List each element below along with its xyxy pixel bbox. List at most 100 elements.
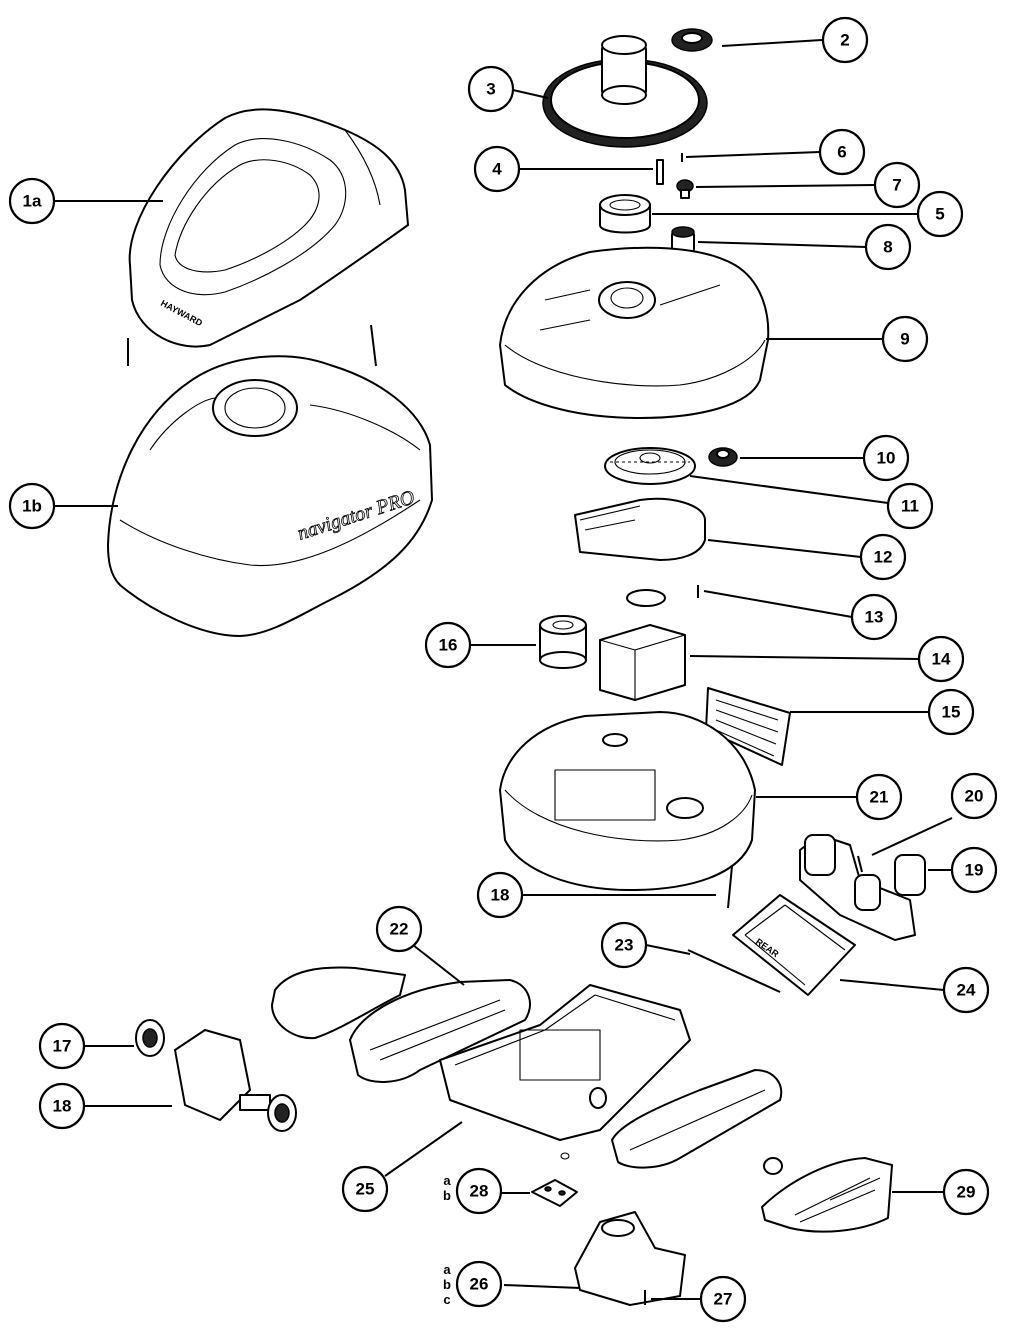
callout-9: 9	[881, 315, 929, 363]
part-long-screw	[727, 865, 733, 909]
callout-5: 5	[916, 190, 964, 238]
callout-23-label: 23	[615, 936, 634, 955]
part-body-cover: navigator PRO	[107, 355, 433, 637]
part-cover-screws	[127, 324, 377, 367]
callout-28-variant-b: b	[443, 1188, 451, 1203]
part-vent-grate	[705, 687, 791, 766]
callout-25-label: 25	[356, 1180, 375, 1199]
callout-26-variant-a: a	[443, 1262, 451, 1277]
part-rear-plate: REAR	[732, 894, 856, 996]
part-filter-cylinder	[539, 615, 587, 669]
callout-1b: 1b	[8, 482, 56, 530]
part-steering-assembly	[799, 834, 926, 941]
part-o-ring	[626, 589, 666, 607]
callout-13-label: 13	[865, 608, 884, 627]
part-turbine-wheel	[604, 447, 696, 485]
callout-23: 23	[600, 921, 648, 969]
part-right-side-cover	[611, 1069, 783, 1169]
callout-22-label: 22	[390, 920, 409, 939]
callout-25: 25	[341, 1165, 389, 1213]
callout-1a: 1a	[8, 177, 56, 225]
callout-19-label: 19	[965, 861, 984, 880]
part-chassis	[439, 984, 691, 1141]
part-axle	[687, 949, 781, 993]
callout-18-lower-label: 18	[53, 1097, 72, 1116]
part-washer	[560, 1152, 570, 1160]
callout-3-label: 3	[486, 80, 495, 99]
callout-24-label: 24	[957, 981, 976, 1000]
callout-29-label: 29	[957, 1183, 976, 1202]
callout-14: 14	[917, 635, 965, 683]
callout-11-label: 11	[901, 497, 919, 516]
part-lower-housing	[499, 711, 756, 891]
part-upper-housing	[499, 246, 770, 419]
callout-10: 10	[862, 434, 910, 482]
part-motor-block	[599, 624, 686, 701]
callout-21: 21	[855, 773, 903, 821]
callout-27: 27	[699, 1275, 747, 1323]
callout-20: 20	[950, 772, 998, 820]
callout-7-label: 7	[892, 176, 901, 195]
callout-4: 4	[473, 145, 521, 193]
callout-20-label: 20	[965, 787, 984, 806]
callout-4-label: 4	[492, 160, 502, 179]
callout-21-label: 21	[870, 788, 889, 807]
part-idler-gear	[708, 447, 738, 467]
callout-28-label: 28	[470, 1182, 489, 1201]
callout-16-label: 16	[439, 636, 458, 655]
callout-22: 22	[375, 905, 423, 953]
callout-5-label: 5	[935, 205, 944, 224]
callout-18-upper-label: 18	[491, 886, 510, 905]
callout-12-label: 12	[874, 548, 893, 567]
part-intake-nozzle	[574, 1211, 686, 1306]
callout-9-label: 9	[900, 330, 909, 349]
leader-lines	[54, 39, 953, 1300]
callout-17: 17	[38, 1022, 86, 1070]
part-small-drive-gear	[671, 28, 713, 52]
callout-17-label: 17	[53, 1037, 72, 1056]
callout-13: 13	[850, 593, 898, 641]
callout-26: 26 a b c	[443, 1260, 503, 1308]
callout-8: 8	[864, 223, 912, 271]
callout-6-label: 6	[837, 143, 846, 162]
callout-26-label: 26	[470, 1275, 489, 1294]
callout-3: 3	[467, 65, 515, 113]
callout-19: 19	[950, 846, 998, 894]
part-steering-screw	[857, 855, 863, 873]
callout-18-lower: 18	[38, 1082, 86, 1130]
callout-26-variant-b: b	[443, 1277, 451, 1292]
part-wheel-axle-assembly	[135, 1019, 297, 1132]
part-pinion-gear	[676, 179, 694, 199]
part-turbine-housing	[574, 497, 706, 561]
part-top-cover: HAYWARD	[128, 108, 409, 348]
callout-1b-label: 1b	[22, 497, 42, 516]
callout-29: 29	[942, 1168, 990, 1216]
callout-16: 16	[424, 621, 472, 669]
callout-10-label: 10	[877, 449, 896, 468]
callout-27-label: 27	[714, 1290, 733, 1309]
part-left-side-cover	[271, 966, 531, 1083]
callout-26-variant-c: c	[443, 1292, 450, 1307]
callout-2-label: 2	[840, 31, 849, 50]
callout-8-label: 8	[883, 238, 892, 257]
part-main-gear	[542, 35, 708, 148]
callout-12: 12	[859, 533, 907, 581]
callout-28-variant-a: a	[443, 1173, 451, 1188]
callout-2: 2	[821, 16, 869, 64]
callout-14-label: 14	[932, 650, 951, 669]
callout-11: 11	[886, 482, 934, 530]
part-front-bumper	[761, 1157, 893, 1233]
callout-1a-label: 1a	[23, 192, 42, 211]
part-pin	[656, 159, 664, 185]
part-bushing-ring	[599, 194, 651, 234]
callout-28: 28 a b	[443, 1167, 503, 1215]
callout-24: 24	[942, 966, 990, 1014]
callout-18-upper: 18	[476, 871, 524, 919]
callout-6: 6	[818, 128, 866, 176]
callout-15-label: 15	[942, 703, 961, 722]
part-latch	[531, 1179, 578, 1207]
callout-7: 7	[873, 161, 921, 209]
part-nut	[763, 1157, 783, 1175]
callout-15: 15	[927, 688, 975, 736]
